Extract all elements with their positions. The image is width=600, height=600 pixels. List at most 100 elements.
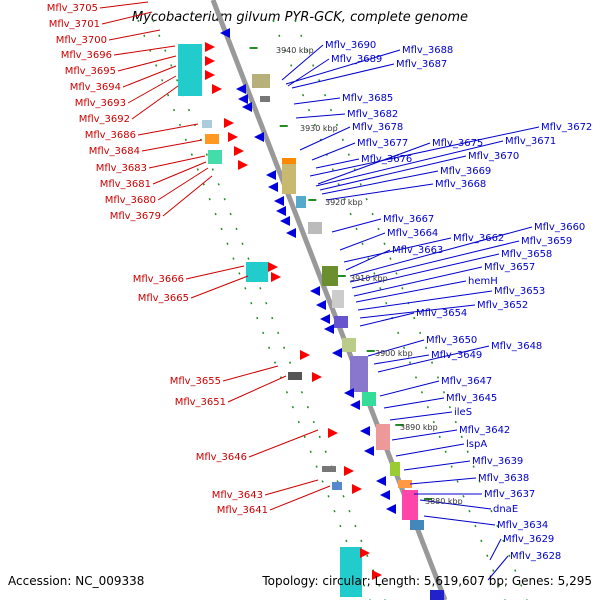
gene-label: Mflv_3643 — [212, 490, 263, 501]
leader-line — [315, 158, 360, 169]
reverse-gene-arrow — [320, 314, 330, 324]
leader-line — [269, 485, 331, 511]
reverse-gene-arrow — [268, 182, 278, 192]
reverse-gene-block — [296, 196, 306, 208]
gene-label: Mflv_3695 — [65, 66, 116, 77]
reverse-gene-block — [350, 356, 368, 392]
forward-gene-block — [208, 150, 222, 164]
gene-label: Mflv_3696 — [61, 50, 112, 61]
gene-label: Mflv_3664 — [387, 228, 438, 239]
reverse-gene-arrow — [242, 102, 252, 112]
gene-label: Mflv_3659 — [521, 236, 572, 247]
gene-label: Mflv_3678 — [352, 122, 403, 133]
gene-label: Mflv_3683 — [96, 163, 147, 174]
gene-label: Mflv_3705 — [47, 3, 98, 14]
reverse-gene-arrow — [236, 84, 246, 94]
reverse-gene-block — [334, 316, 348, 328]
gene-label: ileS — [454, 407, 472, 418]
forward-gene-arrow — [228, 132, 238, 142]
gene-label: Mflv_3690 — [325, 40, 376, 51]
reverse-gene-block — [308, 222, 322, 234]
gene-label: Mflv_3665 — [138, 293, 189, 304]
leader-line — [349, 226, 533, 277]
kbp-label: 3890 kbp — [400, 423, 438, 432]
leader-line — [355, 280, 467, 303]
leader-line — [127, 75, 177, 104]
leader-line — [281, 44, 324, 81]
leader-line — [315, 140, 504, 187]
accession-text: Accession: NC_009338 — [8, 574, 145, 588]
reverse-gene-arrow — [238, 94, 248, 104]
gene-label: Mflv_3671 — [505, 136, 556, 147]
reverse-gene-block — [282, 158, 296, 164]
reverse-gene-block — [332, 290, 344, 308]
forward-gene-arrow — [205, 70, 215, 80]
forward-gene-arrow — [360, 548, 370, 558]
leader-line — [357, 290, 493, 311]
forward-gene-arrow — [271, 272, 281, 282]
gene-label: Mflv_3693 — [75, 98, 126, 109]
reverse-gene-arrow — [332, 348, 342, 358]
leader-line — [321, 170, 439, 195]
reverse-gene-block — [398, 480, 412, 488]
leader-line — [148, 155, 206, 169]
reverse-gene-block — [342, 338, 356, 352]
forward-gene-arrow — [328, 428, 338, 438]
kbp-label: 3900 kbp — [375, 349, 413, 358]
gene-label: Mflv_3684 — [89, 146, 140, 157]
leader-lines — [99, 1, 540, 581]
leader-line — [359, 312, 415, 327]
gene-label: dnaE — [493, 504, 518, 515]
gene-label: Mflv_3694 — [70, 82, 121, 93]
reverse-gene-arrow — [316, 300, 326, 310]
reverse-gene-arrow — [280, 216, 290, 226]
gene-label: Mflv_3701 — [49, 19, 100, 30]
forward-gene-arrow — [300, 350, 310, 360]
leader-line — [423, 515, 496, 526]
leader-line — [291, 63, 395, 89]
leader-line — [317, 142, 431, 185]
leader-line — [353, 266, 483, 297]
forward-gene-block — [205, 134, 219, 144]
reverse-gene-block — [252, 74, 270, 88]
kbp-label: 3880 kbp — [425, 497, 463, 506]
gene-label: Mflv_3675 — [432, 138, 483, 149]
leader-line — [222, 365, 279, 382]
gene-label: Mflv_3685 — [342, 93, 393, 104]
leader-line — [309, 126, 540, 177]
leader-line — [343, 237, 452, 263]
reverse-gene-arrow — [286, 228, 296, 238]
gene-label: Mflv_3653 — [494, 286, 545, 297]
forward-strand-labels: Mflv_3705 Mflv_3701 Mflv_3700 Mflv_3696 … — [47, 3, 268, 516]
gene-label: Mflv_3655 — [170, 376, 221, 387]
gene-label: Mflv_3641 — [217, 505, 268, 516]
reverse-gene-block — [402, 490, 418, 520]
forward-gene-arrow — [372, 570, 382, 580]
leader-line — [319, 155, 467, 191]
gene-label: Mflv_3645 — [446, 393, 497, 404]
forward-gene-arrow — [312, 372, 322, 382]
leader-line — [395, 443, 465, 457]
gene-label: Mflv_3657 — [484, 262, 535, 273]
gene-label: Mflv_3662 — [453, 233, 504, 244]
leader-line — [419, 499, 492, 510]
leader-line — [295, 113, 346, 119]
reverse-gene-arrow — [266, 170, 276, 180]
leader-line — [383, 397, 445, 409]
leader-line — [141, 139, 203, 152]
forward-gene-arrow — [224, 118, 234, 128]
leader-line — [117, 55, 177, 72]
reverse-strand-labels: Mflv_3690 Mflv_3688 Mflv_3689 Mflv_3687 … — [325, 40, 592, 562]
reverse-gene-arrow — [310, 286, 320, 296]
track-dots-inner-left — [152, 19, 386, 600]
reverse-gene-arrow — [220, 28, 230, 38]
leader-line — [331, 218, 382, 233]
reverse-gene-arrow — [274, 196, 284, 206]
gene-label: Mflv_3629 — [503, 534, 554, 545]
forward-gene-block — [288, 372, 302, 380]
leader-line — [287, 58, 330, 87]
reverse-gene-arrow — [380, 490, 390, 500]
leader-line — [113, 45, 176, 56]
leader-line — [101, 11, 153, 25]
